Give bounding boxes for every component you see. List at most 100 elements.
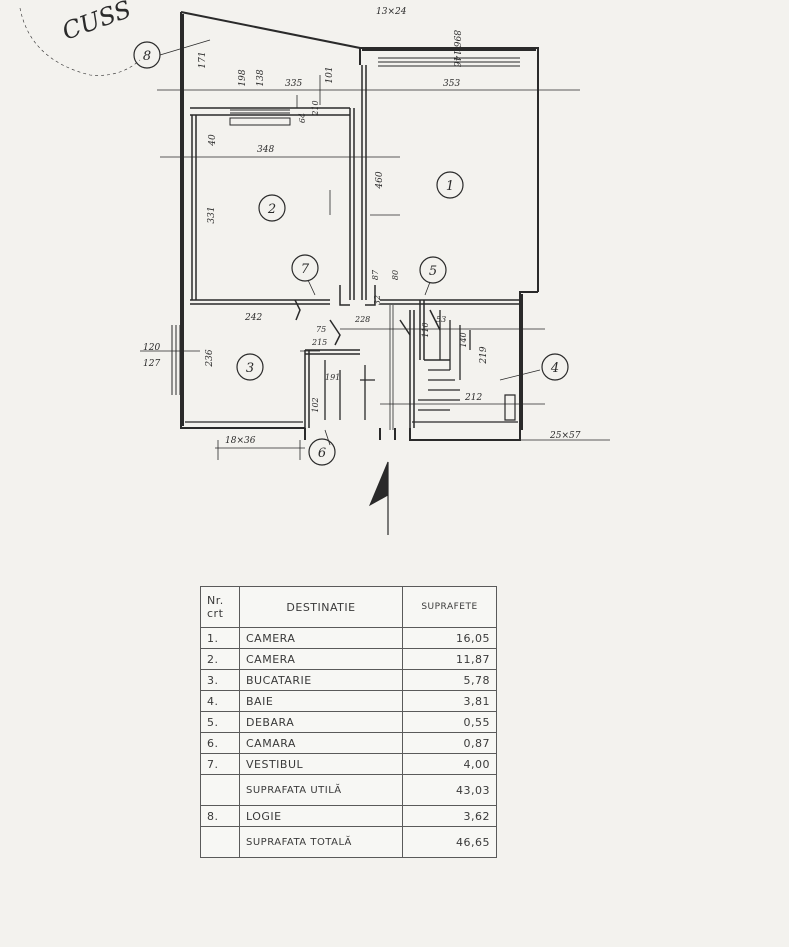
north-arrow — [368, 461, 389, 535]
header-suprafete: SUPRAFETE — [402, 586, 497, 628]
surface-table: Nr. crt DESTINATIE SUPRAFETE 1. CAMERA 1… — [200, 586, 497, 858]
row-nr: 7. — [200, 753, 240, 775]
dim-215: 215 — [311, 338, 327, 347]
svg-text:7: 7 — [301, 262, 310, 277]
signature: CUSS — [58, 0, 134, 46]
svg-text:1: 1 — [446, 179, 454, 194]
interior-walls — [190, 65, 520, 428]
row-suprafata: 3,62 — [402, 805, 497, 827]
total-area-label: SUPRAFATA TOTALĂ — [239, 826, 403, 858]
dim-353: 353 — [443, 79, 460, 89]
table-row: 3. BUCATARIE 5,78 — [200, 669, 497, 691]
table-row: 7. VESTIBUL 4,00 — [200, 753, 497, 775]
dim-228: 228 — [354, 315, 370, 324]
row-nr: 4. — [200, 690, 240, 712]
row-nr: 3. — [200, 669, 240, 691]
row-destinatie: CAMERA — [239, 648, 403, 670]
dim-127: 127 — [143, 359, 160, 369]
row-nr: 5. — [200, 711, 240, 733]
room-marker-6: 6 — [308, 438, 336, 466]
dim-138: 138 — [256, 69, 266, 86]
outer-walls — [180, 11, 539, 441]
row-suprafata: 0,55 — [402, 711, 497, 733]
row-destinatie: CAMERA — [239, 627, 403, 649]
svg-text:2: 2 — [267, 202, 276, 217]
dim-335: 335 — [285, 79, 302, 89]
row-suprafata: 0,87 — [402, 732, 497, 754]
row-destinatie: BUCATARIE — [239, 669, 403, 691]
table-row: 8. LOGIE 3,62 — [200, 805, 497, 827]
room-marker-8: 8 — [133, 41, 161, 69]
dim-101: 101 — [325, 66, 335, 83]
dim-18x36: 18×36 — [225, 436, 256, 446]
row-destinatie: VESTIBUL — [239, 753, 403, 775]
table-header-row: Nr. crt DESTINATIE SUPRAFETE — [200, 586, 497, 628]
row-suprafata: 11,87 — [402, 648, 497, 670]
row-nr: 6. — [200, 732, 240, 754]
dim-87: 87 — [371, 269, 380, 280]
dim-348: 348 — [257, 145, 274, 155]
row-destinatie: BAIE — [239, 690, 403, 712]
svg-text:3: 3 — [246, 361, 254, 376]
dim-64: 64 — [298, 113, 307, 123]
signature-stamp-arc — [19, 7, 141, 76]
table-row: 6. CAMARA 0,87 — [200, 732, 497, 754]
room-marker-5: 5 — [419, 256, 447, 284]
row-suprafata: 4,00 — [402, 753, 497, 775]
room-marker-3: 3 — [236, 353, 264, 381]
dim-110: 110 — [421, 322, 430, 337]
row-suprafata: 3,81 — [402, 690, 497, 712]
total-area-value: 46,65 — [402, 826, 497, 858]
table-row: 4. BAIE 3,81 — [200, 690, 497, 712]
dim-32: 32 — [373, 295, 382, 305]
useful-area-row: SUPRAFATA UTILĂ 43,03 — [200, 774, 497, 806]
header-nr: Nr. crt — [200, 586, 240, 628]
dim-219: 219 — [479, 346, 489, 364]
dimension-labels: 13×24 896 146 171 198 138 335 101 353 64… — [143, 7, 581, 446]
dim-40: 40 — [208, 134, 218, 147]
row-destinatie: DEBARA — [239, 711, 403, 733]
total-area-row: SUPRAFATA TOTALĂ 46,65 — [200, 826, 497, 858]
row-nr: 1. — [200, 627, 240, 649]
dim-198: 198 — [238, 69, 248, 86]
table-row: 5. DEBARA 0,55 — [200, 711, 497, 733]
dim-75: 75 — [316, 325, 326, 334]
row-suprafata: 16,05 — [402, 627, 497, 649]
room-markers: 1 2 3 4 5 6 7 8 — [133, 41, 569, 466]
row-destinatie: CAMARA — [239, 732, 403, 754]
table-row: 2. CAMERA 11,87 — [200, 648, 497, 670]
dim-242: 242 — [244, 313, 262, 323]
row-nr: 8. — [200, 805, 240, 827]
dim-236: 236 — [205, 349, 215, 367]
room-marker-4: 4 — [541, 353, 569, 381]
table-row: 1. CAMERA 16,05 — [200, 627, 497, 649]
dim-331: 331 — [207, 206, 217, 223]
useful-area-label: SUPRAFATA UTILĂ — [239, 774, 403, 806]
svg-text:4: 4 — [550, 361, 559, 376]
svg-text:6: 6 — [318, 446, 326, 461]
dim-210: 210 — [311, 100, 320, 116]
dim-212: 212 — [464, 393, 482, 403]
dim-102: 102 — [311, 397, 320, 412]
windows — [171, 57, 520, 395]
dim-460: 460 — [375, 171, 385, 189]
useful-area-value: 43,03 — [402, 774, 497, 806]
dim-13x24: 13×24 — [376, 7, 407, 17]
floor-plan-drawing: CUSS — [19, 0, 610, 535]
room-marker-7: 7 — [291, 254, 319, 282]
svg-text:8: 8 — [143, 49, 151, 64]
header-destinatie: DESTINATIE — [239, 586, 403, 628]
dim-191: 191 — [325, 373, 340, 382]
row-suprafata: 5,78 — [402, 669, 497, 691]
dim-25x57: 25×57 — [549, 431, 581, 441]
dimension-lines — [140, 39, 610, 460]
dim-140: 140 — [459, 332, 468, 347]
svg-text:5: 5 — [429, 264, 437, 279]
dim-53: 53 — [436, 315, 446, 324]
room-marker-1: 1 — [436, 171, 464, 199]
dim-80: 80 — [391, 270, 400, 280]
dim-120: 120 — [143, 343, 160, 353]
row-nr: 2. — [200, 648, 240, 670]
room-marker-2: 2 — [258, 194, 286, 222]
